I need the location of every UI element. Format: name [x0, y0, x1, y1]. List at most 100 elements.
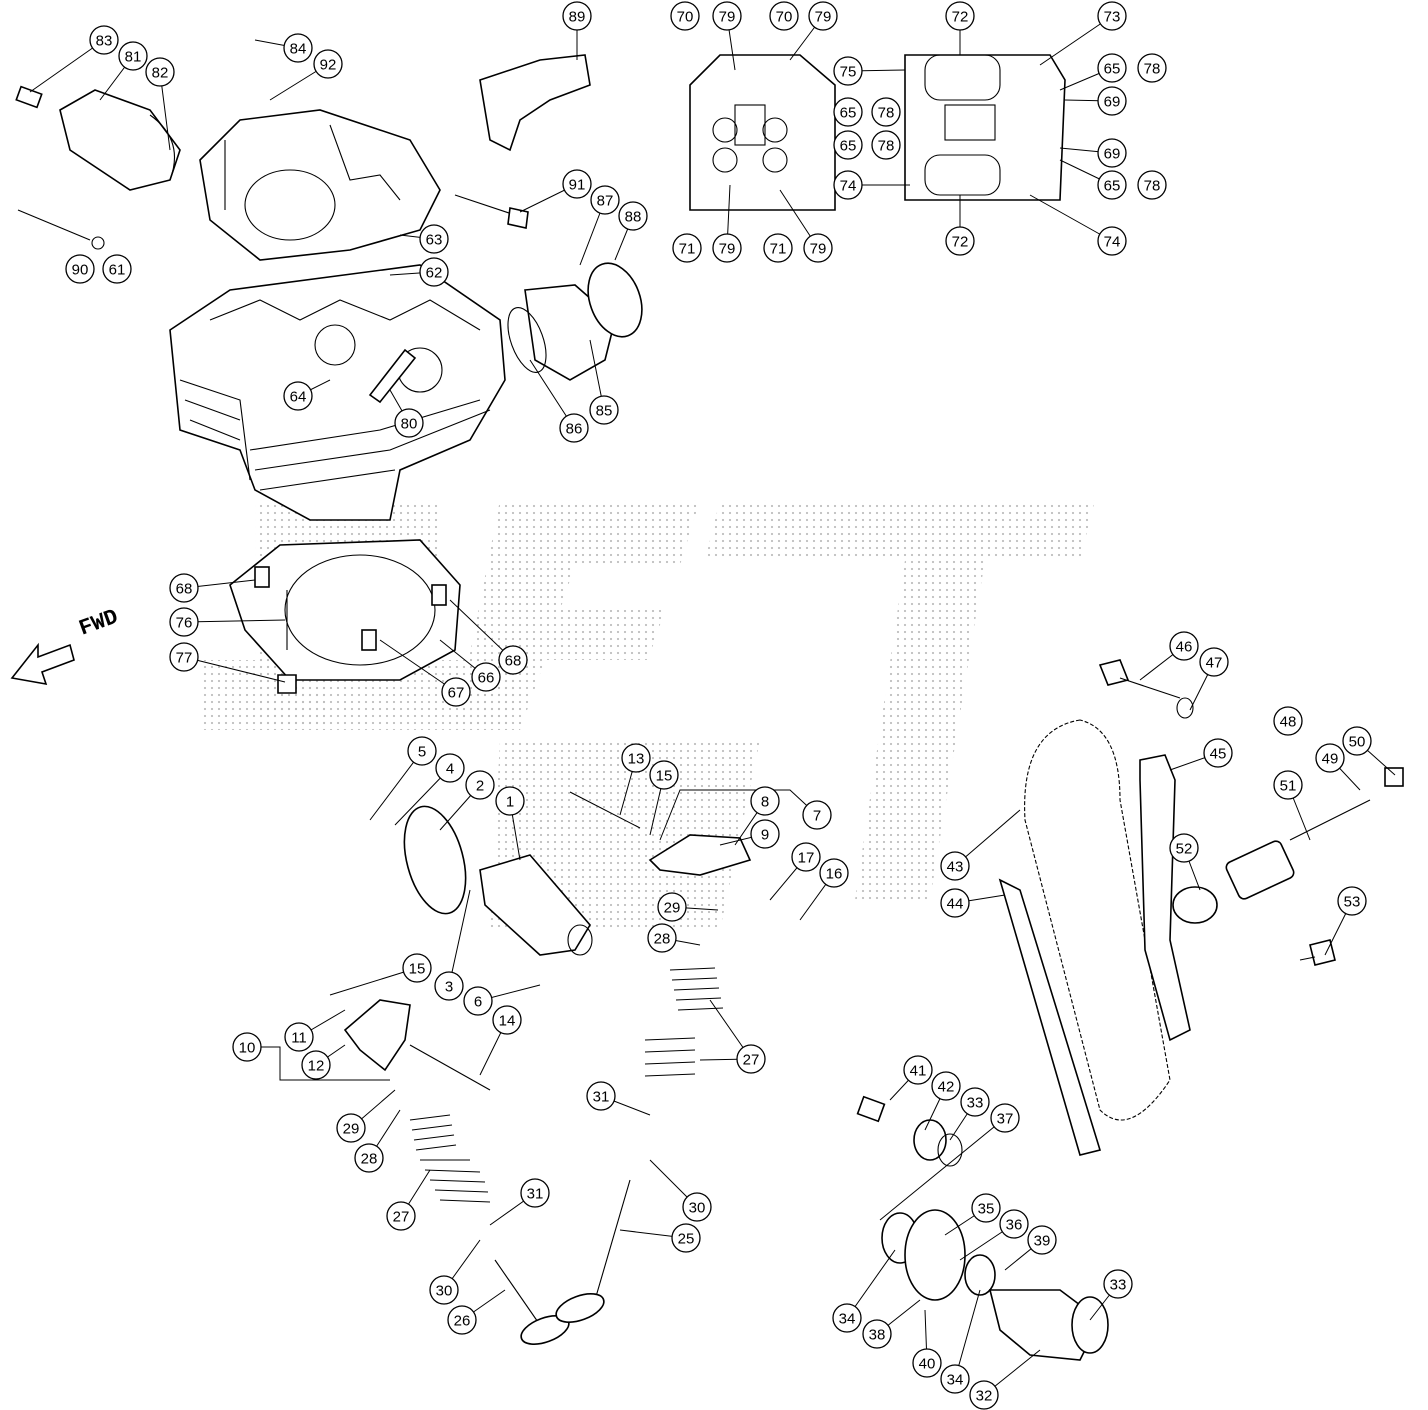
part-callout-79: 79 [803, 233, 833, 263]
part-callout-6: 6 [463, 986, 493, 1016]
callout-number: 43 [947, 859, 964, 876]
part-callout-76: 76 [169, 607, 199, 637]
cylinder-gasket [229, 539, 461, 694]
callout-circle [589, 395, 619, 425]
callout-number: 38 [869, 1327, 886, 1344]
callout-number: 71 [679, 241, 696, 258]
spark-plug [368, 348, 417, 404]
camshaft [403, 805, 593, 956]
callout-circle [145, 57, 175, 87]
callout-number: 33 [1110, 1277, 1127, 1294]
callout-number: 49 [1322, 751, 1339, 768]
callout-circle [657, 892, 687, 922]
callout-number: 5 [418, 744, 426, 761]
callout-number: 82 [152, 65, 169, 82]
callout-number: 28 [654, 931, 671, 948]
callout-number: 37 [997, 1111, 1014, 1128]
part-callout-64: 64 [283, 381, 313, 411]
callout-circle [969, 1380, 999, 1410]
callout-number: 28 [361, 1151, 378, 1168]
callout-number: 74 [1104, 234, 1121, 251]
cylinder-head-cover [199, 109, 441, 261]
callout-number: 61 [109, 262, 126, 279]
callout-number: 45 [1210, 746, 1227, 763]
part-callout-31: 31 [520, 1178, 550, 1208]
part-callout-44: 44 [940, 888, 970, 918]
part-callout-78: 78 [871, 97, 901, 127]
callout-number: 27 [743, 1052, 760, 1069]
rocker-arm-upper [569, 791, 752, 876]
callout-number: 16 [826, 866, 843, 883]
part-callout-68: 68 [169, 573, 199, 603]
part-callout-36: 36 [999, 1209, 1029, 1239]
callout-number: 27 [393, 1209, 410, 1226]
callout-circle [912, 1348, 942, 1378]
callout-number: 71 [770, 241, 787, 258]
callout-circle [682, 1192, 712, 1222]
part-callout-35: 35 [971, 1193, 1001, 1223]
callout-circle [1342, 726, 1372, 756]
callout-number: 25 [678, 1231, 695, 1248]
callout-circle [441, 677, 471, 707]
part-callout-78: 78 [1137, 53, 1167, 83]
callout-number: 12 [308, 1058, 325, 1075]
valve-right [555, 1179, 631, 1323]
callout-circle [621, 743, 651, 773]
guide-bolt [1299, 939, 1336, 966]
callout-circle [940, 851, 970, 881]
cam-chain [1024, 719, 1171, 1121]
callout-number: 78 [878, 105, 895, 122]
part-callout-9: 9 [750, 819, 780, 849]
callout-circle [802, 800, 832, 830]
part-callout-33: 33 [1103, 1269, 1133, 1299]
callout-circle [301, 1050, 331, 1080]
callout-circle [903, 1055, 933, 1085]
callout-circle [940, 1364, 970, 1394]
callout-number: 65 [840, 105, 857, 122]
part-callout-73: 73 [1097, 1, 1127, 31]
callout-number: 30 [689, 1200, 706, 1217]
part-callout-70: 70 [769, 1, 799, 31]
part-callout-72: 72 [945, 226, 975, 256]
sprocket-bolt [856, 1095, 963, 1167]
callout-number: 64 [290, 389, 307, 406]
callout-circle [465, 770, 495, 800]
callout-number: 34 [839, 1311, 856, 1328]
callout-number: 69 [1104, 146, 1121, 163]
callout-number: 79 [810, 241, 827, 258]
part-callout-30: 30 [429, 1275, 459, 1305]
callout-circle [763, 233, 793, 263]
callout-number: 68 [505, 653, 522, 670]
callout-number: 85 [596, 403, 613, 420]
part-callout-32: 32 [969, 1380, 999, 1410]
callout-number: 72 [952, 9, 969, 26]
callout-circle [1097, 1, 1127, 31]
callout-number: 63 [426, 232, 443, 249]
callout-number: 70 [776, 9, 793, 26]
callout-number: 7 [813, 808, 821, 825]
callout-number: 87 [597, 193, 614, 210]
callout-circle [808, 1, 838, 31]
callout-circle [945, 1, 975, 31]
callout-circle [1337, 886, 1367, 916]
part-callout-40: 40 [912, 1348, 942, 1378]
callout-circle [562, 169, 592, 199]
callout-circle [1169, 631, 1199, 661]
part-callout-87: 87 [590, 185, 620, 215]
callout-number: 79 [815, 9, 832, 26]
callout-number: 65 [840, 138, 857, 155]
part-callout-66: 66 [471, 662, 501, 692]
tappet-cover [15, 85, 181, 191]
part-callout-34: 34 [940, 1364, 970, 1394]
callout-circle [833, 130, 863, 160]
part-callout-79: 79 [808, 1, 838, 31]
callout-circle [769, 1, 799, 31]
callout-circle [407, 736, 437, 766]
callout-circle [1097, 170, 1127, 200]
part-callout-91: 91 [562, 169, 592, 199]
part-callout-46: 46 [1169, 631, 1199, 661]
callout-number: 78 [878, 138, 895, 155]
part-callout-71: 71 [763, 233, 793, 263]
part-callout-69: 69 [1097, 86, 1127, 116]
callout-circle [649, 760, 679, 790]
